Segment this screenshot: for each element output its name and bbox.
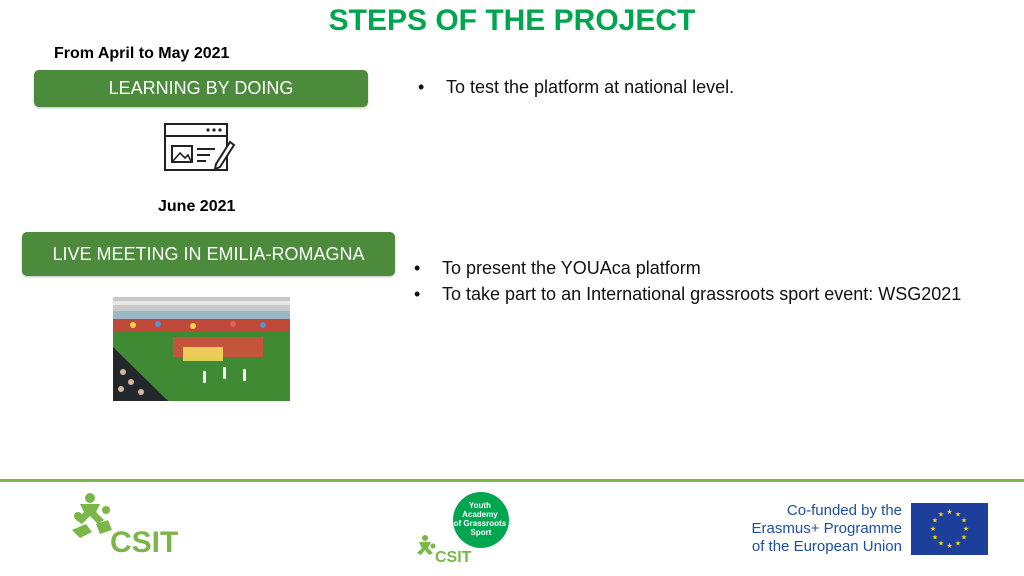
svg-text:★: ★ [930,525,936,533]
page-title: STEPS OF THE PROJECT [328,4,696,37]
stadium-photo [113,297,290,401]
svg-text:CSIT: CSIT [435,549,472,566]
eu-flag-icon: ★ ★ ★ ★ ★ ★ ★ ★ ★ ★ ★ ★ [911,503,988,555]
svg-text:★: ★ [932,517,938,525]
footer-divider [0,479,1024,482]
browser-edit-icon [160,120,236,176]
eu-text-line3: of the European Union [751,538,902,555]
youth-academy-logo: Youth Academy of Grassroots Sport CSIT [415,492,515,568]
eu-text-line1: Co-funded by the [786,502,902,519]
step1-bullets: • To test the platform at national level… [418,74,978,100]
svg-text:★: ★ [961,517,967,525]
svg-text:★: ★ [963,525,969,533]
step2-date: June 2021 [158,198,236,215]
csit-logo: CSIT [70,490,190,559]
svg-text:★: ★ [961,534,967,542]
footer [0,482,1024,576]
svg-text:★: ★ [955,511,961,519]
svg-text:★: ★ [938,540,944,548]
svg-text:★: ★ [946,508,952,516]
step2-label: LIVE MEETING IN EMILIA-ROMAGNA [22,232,395,276]
eu-text-line2: Erasmus+ Programme [751,520,902,537]
svg-text:★: ★ [932,534,938,542]
svg-text:★: ★ [938,511,944,519]
step1-label: LEARNING BY DOING [34,70,368,107]
svg-text:★: ★ [955,540,961,548]
csit-logo-text: CSIT [110,526,178,556]
svg-text:★: ★ [946,542,952,550]
svg-text:Youth Academy of G: Youth Academy of Grassroots Sport [454,501,509,537]
step2-bullets: • To present the YOUAca platform • To ta… [414,255,1019,307]
step1-date: From April to May 2021 [54,45,230,62]
list-item: • To test the platform at national level… [418,77,735,97]
eu-logo: Co-funded by the Erasmus+ Programme of t… [656,494,1006,564]
list-item: • To take part to an International grass… [414,284,962,304]
list-item: • To present the YOUAca platform [414,258,701,278]
